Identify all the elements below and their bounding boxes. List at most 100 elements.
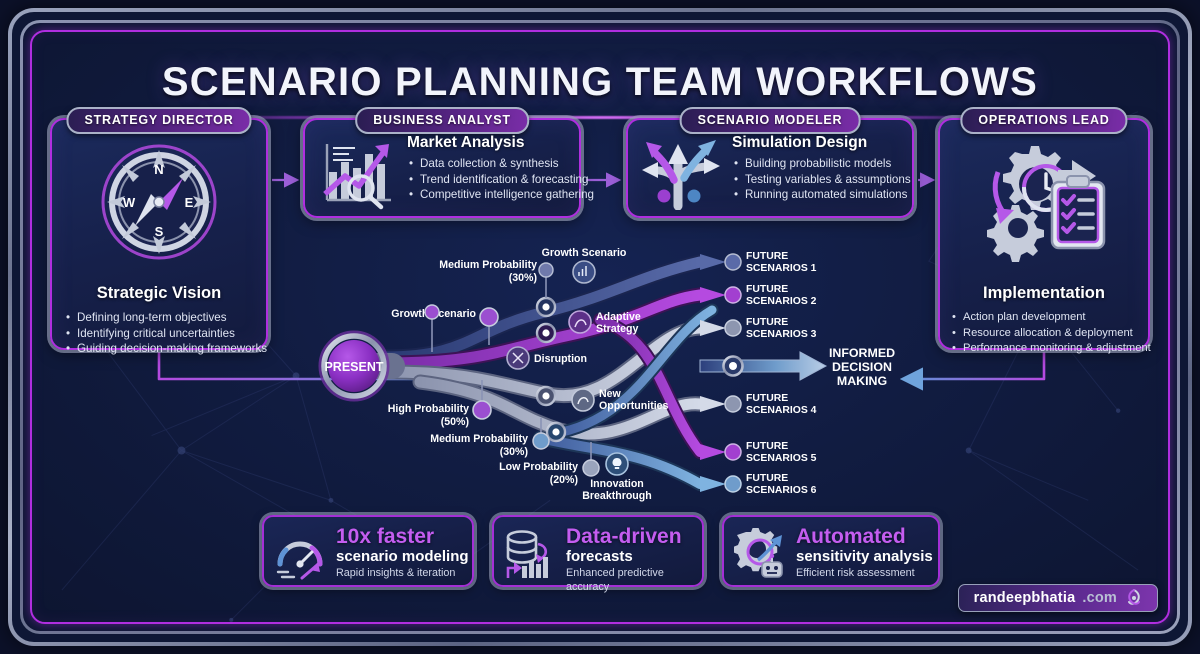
future-label-3a: FUTURE: [746, 317, 788, 328]
future-label-1b: SCENARIOS 1: [746, 263, 817, 274]
probability-dot-0: [538, 262, 554, 278]
probability-dot-2: [532, 432, 550, 450]
outcome-arrow: [699, 351, 828, 381]
probability-label-0: Medium Probability: [439, 259, 537, 271]
scenario-label-innov-1: Innovation: [590, 478, 644, 490]
bullet: Guiding decision-making frameworks: [66, 341, 267, 357]
future-label-5a: FUTURE: [746, 441, 788, 452]
metric-text-automated: Automated sensitivity analysis Efficient…: [796, 525, 933, 580]
role-heading-operations-lead: Implementation: [983, 284, 1105, 302]
role-badge-strategy-director: STRATEGY DIRECTOR: [66, 107, 252, 134]
future-label-6b: SCENARIOS 6: [746, 485, 817, 496]
future-label-6a: FUTURE: [746, 473, 788, 484]
informed-decision-making-label: INFORMED DECISION MAKING: [829, 346, 895, 388]
gear-robot-icon: [732, 528, 792, 585]
outcome-line-2: DECISION: [832, 360, 892, 374]
scenario-label-innov-2: Breakthrough: [582, 490, 651, 502]
future-dot-3: [724, 319, 742, 337]
metric-card-data-driven[interactable]: Data-driven forecasts Enhanced predictiv…: [492, 515, 704, 593]
new-opportunities-icon: [571, 388, 595, 412]
probability-label-2: Medium Probability: [430, 433, 528, 445]
bullet: Data collection & synthesis: [409, 156, 594, 172]
growth-chart-icon: [572, 260, 596, 284]
role-card-strategy-director[interactable]: STRATEGY DIRECTOR N S W E: [50, 107, 268, 356]
branching-arrows-icon: [638, 132, 726, 215]
scenario-icon-nodes: Growth Scenario Adaptive Strategy Disrup…: [506, 247, 669, 502]
metric-subhead: sensitivity analysis: [796, 548, 933, 565]
future-scenario-endpoints: FUTURE SCENARIOS 1 FUTURE SCENARIOS 2 FU…: [724, 251, 817, 496]
role-card-business-analyst[interactable]: BUSINESS ANALYST Market Analysis Dat: [303, 107, 594, 218]
present-node: PRESENT: [318, 330, 390, 402]
future-label-5b: SCENARIOS 5: [746, 453, 817, 464]
bullet: Building probabilistic models: [734, 156, 911, 172]
junction-nodes: [535, 296, 567, 443]
bullet: Identifying critical uncertainties: [66, 326, 267, 342]
scenario-label-growth-top: Growth Scenario: [542, 247, 627, 259]
present-label: PRESENT: [324, 360, 383, 374]
metric-headline: 10x faster: [336, 525, 435, 548]
future-label-4b: SCENARIOS 4: [746, 405, 817, 416]
compass-icon: N S W E: [95, 138, 223, 271]
future-dot-2: [724, 286, 742, 304]
bullet: Trend identification & forecasting: [409, 172, 594, 188]
bar-chart-growth-magnifier-icon: [315, 134, 399, 215]
future-dot-5: [724, 443, 742, 461]
scenario-dot-growth-1: [479, 307, 499, 327]
bullet: Testing variables & assumptions: [734, 172, 911, 188]
role-badge-operations-lead: OPERATIONS LEAD: [960, 107, 1128, 134]
brand-name: randeepbhatia: [973, 590, 1076, 606]
probability-value-3: (20%): [550, 474, 578, 486]
probability-markers: Medium Probability (30%) Growth Scenario…: [388, 259, 600, 486]
scenario-label-newopp-2: Opportunities: [599, 400, 669, 412]
bullet: Performance monitoring & adjustment: [952, 341, 1151, 357]
metric-note: Enhanced predictive accuracy: [566, 567, 664, 593]
svg-text:E: E: [185, 195, 194, 210]
future-label-2a: FUTURE: [746, 284, 788, 295]
role-badge-business-analyst: BUSINESS ANALYST: [355, 107, 529, 134]
metric-headline: Automated: [796, 525, 906, 548]
scenario-label-adaptive-1: Adaptive: [596, 311, 641, 323]
future-dot-1: [724, 253, 742, 271]
future-label-1a: FUTURE: [746, 251, 788, 262]
future-label-2b: SCENARIOS 2: [746, 296, 817, 307]
scenario-dot-growth-0: [424, 304, 440, 320]
scenario-branch-ribbons: [349, 254, 719, 491]
metric-subhead: forecasts: [566, 548, 633, 565]
role-bullets-operations-lead: Action plan development Resource allocat…: [952, 310, 1151, 357]
probability-value-1: (50%): [441, 416, 469, 428]
future-label-3b: SCENARIOS 3: [746, 329, 817, 340]
future-dot-4: [724, 395, 742, 413]
brand-tld: .com: [1082, 590, 1117, 606]
bullet: Running automated simulations: [734, 187, 911, 203]
role-badge-scenario-modeler: SCENARIO MODELER: [679, 107, 861, 134]
title-divider: [172, 116, 1028, 119]
role-bullets-scenario-modeler: Building probabilistic models Testing va…: [734, 156, 911, 203]
bullet: Resource allocation & deployment: [952, 326, 1151, 342]
metric-card-speed[interactable]: 10x faster scenario modeling Rapid insig…: [262, 515, 474, 587]
role-card-operations-lead[interactable]: OPERATIONS LEAD: [938, 107, 1151, 356]
database-chart-icon: [502, 528, 558, 585]
scenario-label-disruption: Disruption: [534, 353, 587, 365]
outcome-line-3: MAKING: [837, 374, 887, 388]
role-card-scenario-modeler[interactable]: SCENARIO MODELER Simulation Design Build…: [626, 107, 914, 218]
gears-clock-checklist-icon: [974, 136, 1114, 271]
adaptive-strategy-icon: [568, 310, 592, 334]
probability-label-1: High Probability: [388, 403, 469, 415]
scenario-label-newopp-1: New: [599, 388, 622, 400]
future-dot-6: [724, 475, 742, 493]
metric-headline: Data-driven: [566, 525, 682, 548]
footer-brand[interactable]: randeepbhatia .com: [957, 584, 1158, 612]
probability-dot-1: [472, 400, 492, 420]
metric-text-data-driven: Data-driven forecasts Enhanced predictiv…: [566, 525, 702, 594]
role-heading-business-analyst: Market Analysis: [407, 134, 525, 151]
metric-subhead: scenario modeling: [336, 548, 469, 565]
metric-card-automated[interactable]: Automated sensitivity analysis Efficient…: [722, 515, 940, 587]
future-label-4a: FUTURE: [746, 393, 788, 404]
role-heading-strategy-director: Strategic Vision: [96, 284, 222, 302]
role-heading-scenario-modeler: Simulation Design: [732, 134, 868, 151]
metric-note: Efficient risk assessment: [796, 567, 915, 579]
role-bullets-strategy-director: Defining long-term objectives Identifyin…: [66, 310, 267, 357]
probability-value-2: (30%): [500, 446, 528, 458]
bullet: Competitive intelligence gathering: [409, 187, 594, 203]
